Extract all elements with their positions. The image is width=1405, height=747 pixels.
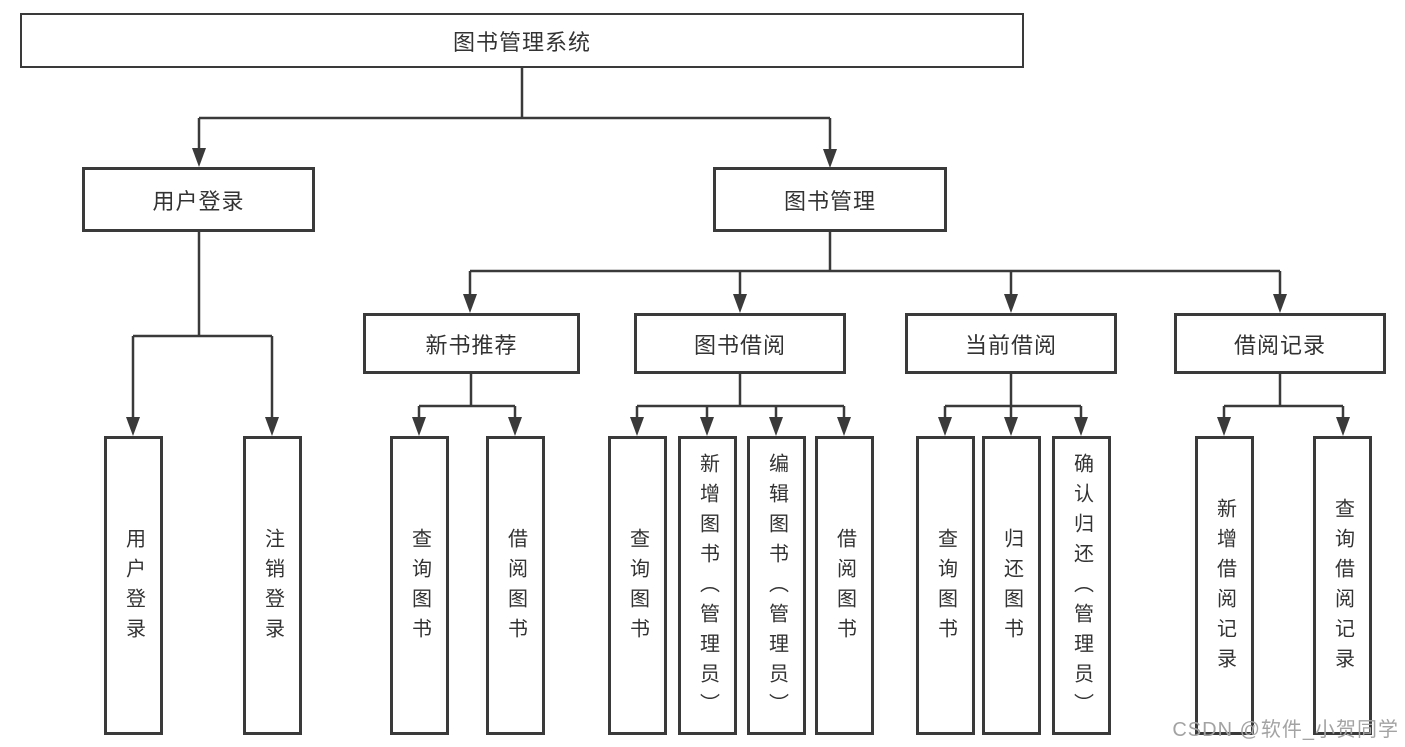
node-current-borrow: 当前借阅 (905, 313, 1117, 374)
leaf-borrow-books-recommend: 借阅图书 (486, 436, 545, 735)
leaf-borrow-books: 借阅图书 (815, 436, 874, 735)
leaf-query-books-current: 查询图书 (916, 436, 975, 735)
leaf-add-borrow-record: 新增借阅记录 (1195, 436, 1254, 735)
leaf-logout: 注销登录 (243, 436, 302, 735)
leaf-query-borrow-record: 查询借阅记录 (1313, 436, 1372, 735)
node-new-book-recommend: 新书推荐 (363, 313, 580, 374)
leaf-confirm-return-admin: 确认归还（管理员） (1052, 436, 1111, 735)
node-book-borrow: 图书借阅 (634, 313, 846, 374)
leaf-query-books-recommend: 查询图书 (390, 436, 449, 735)
leaf-return-books: 归还图书 (982, 436, 1041, 735)
node-user-login: 用户登录 (82, 167, 315, 232)
leaf-edit-books-admin: 编辑图书（管理员） (747, 436, 806, 735)
arrowheads (126, 148, 1350, 436)
leaf-add-books-admin: 新增图书（管理员） (678, 436, 737, 735)
node-book-management: 图书管理 (713, 167, 947, 232)
node-borrow-records: 借阅记录 (1174, 313, 1386, 374)
leaf-user-login: 用户登录 (104, 436, 163, 735)
node-library-management-system: 图书管理系统 (20, 13, 1024, 68)
leaf-query-books-borrow: 查询图书 (608, 436, 667, 735)
